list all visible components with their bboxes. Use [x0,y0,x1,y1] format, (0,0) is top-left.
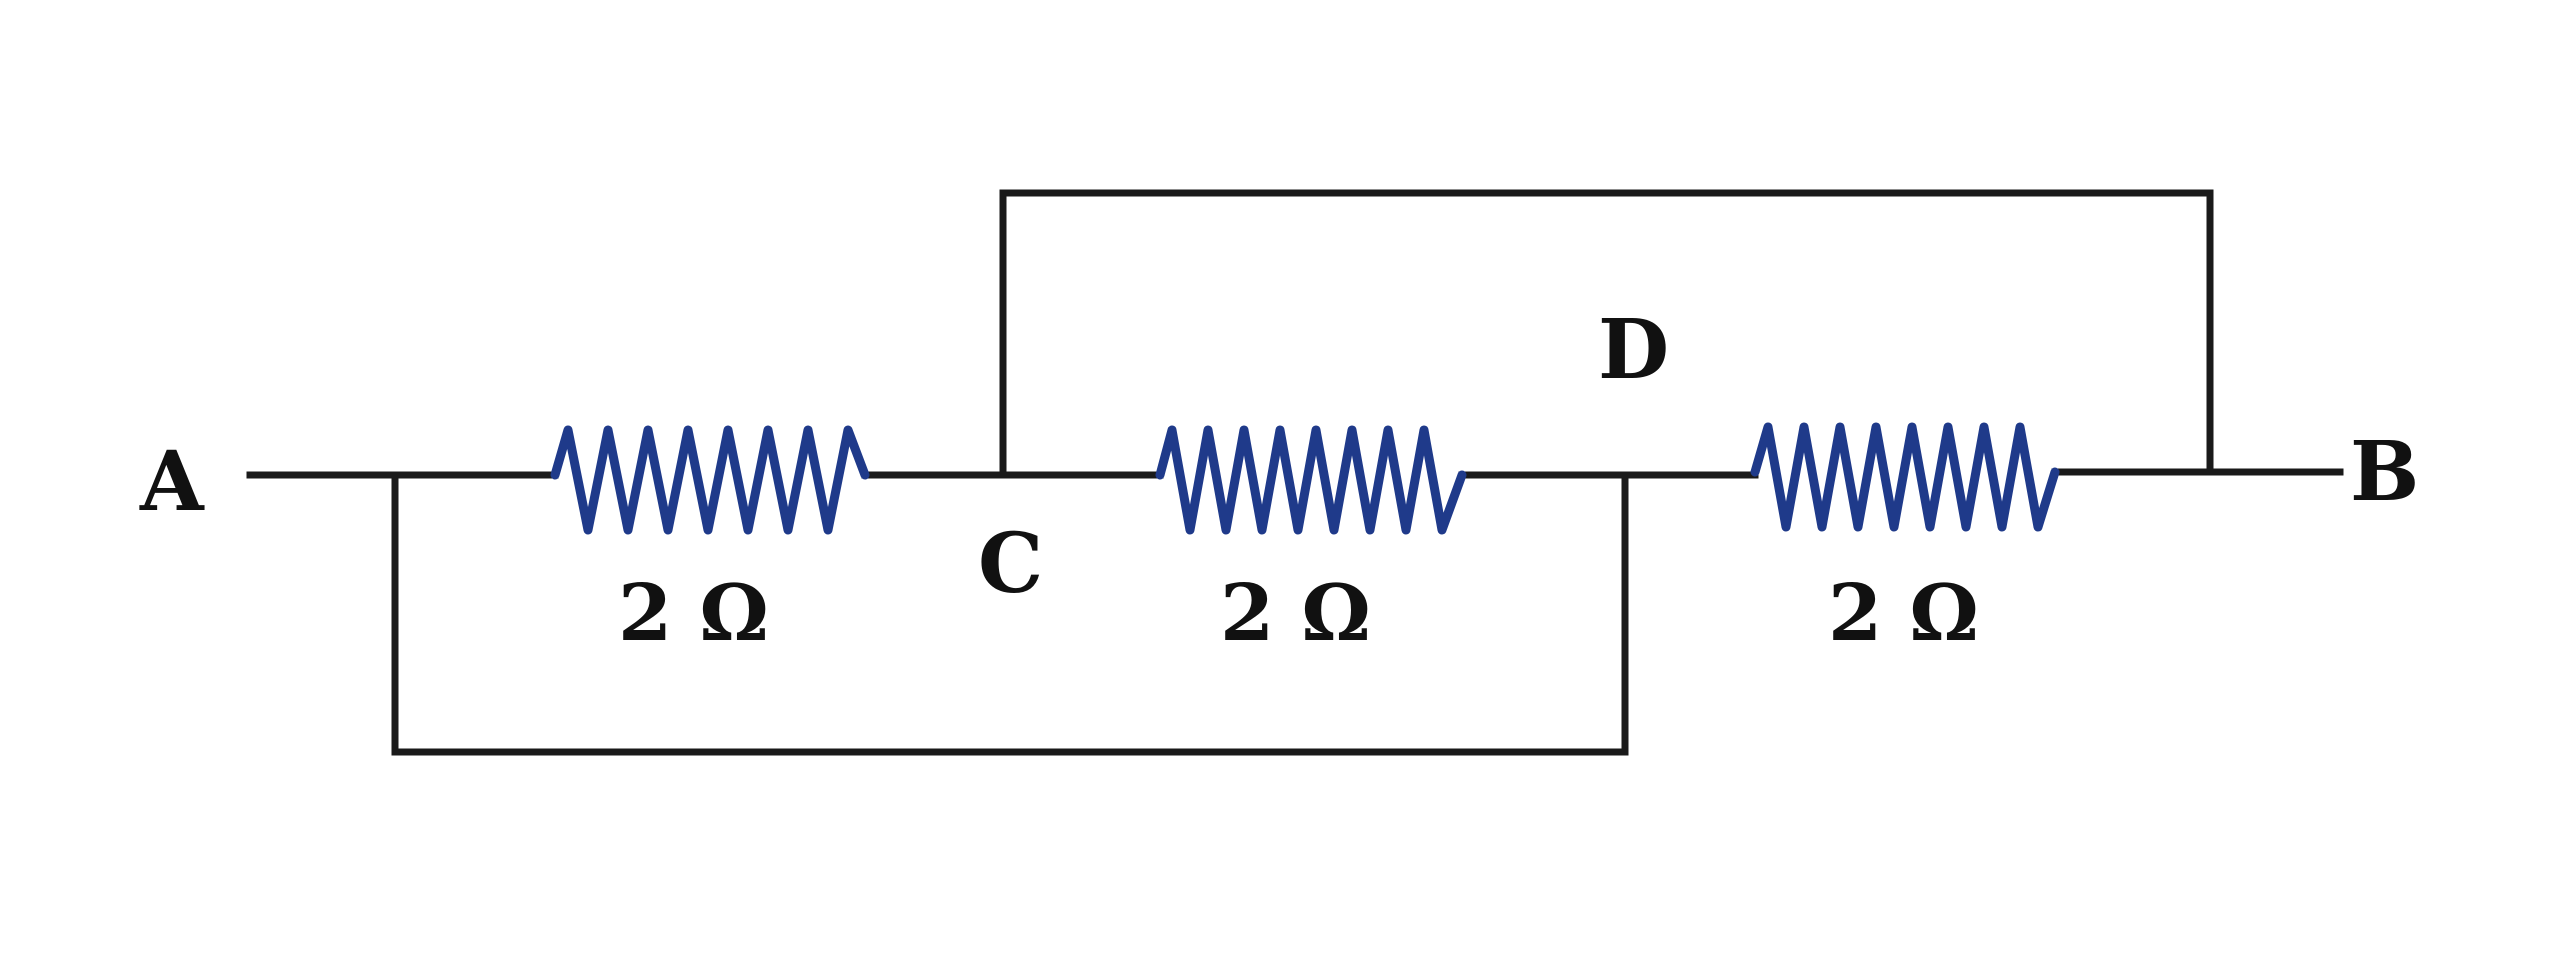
node-label-b: B [2350,424,2419,520]
node-label-c: C [978,516,1043,612]
resistor-1-zigzag [550,425,870,535]
wire-top-loop [999,189,2214,479]
resistor-2-zigzag [1155,425,1467,535]
resistor-3-zigzag [1750,422,2060,532]
resistor-2-value: 2 Ω [1220,568,1371,659]
resistor-1-value: 2 Ω [618,568,769,659]
resistor-3-value: 2 Ω [1828,568,1979,659]
wire-bottom-loop [391,471,1629,756]
node-label-a: A [139,434,205,530]
node-label-d: D [1598,302,1669,398]
